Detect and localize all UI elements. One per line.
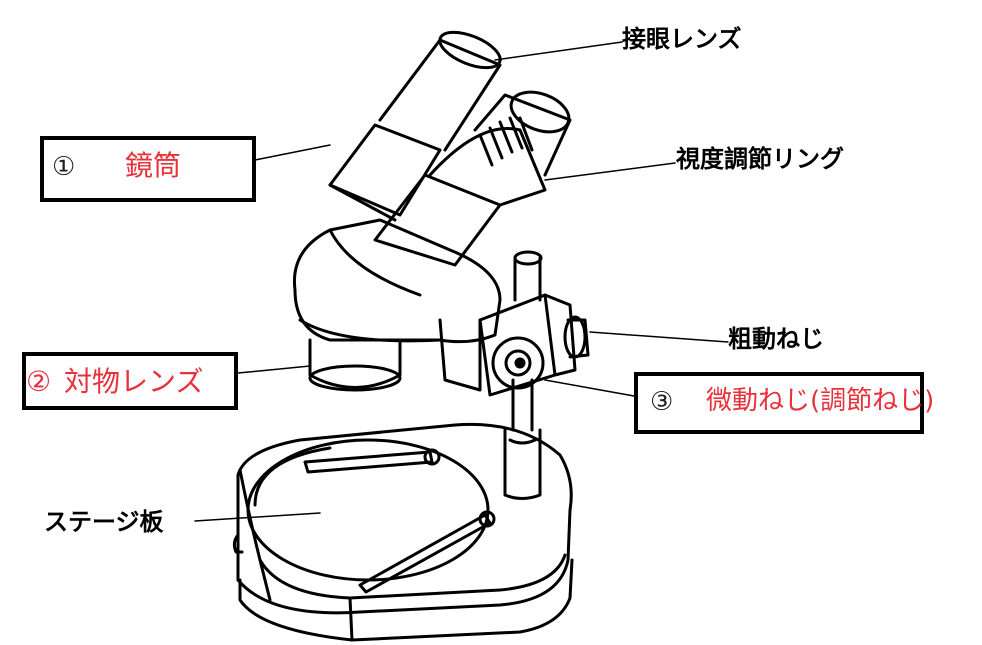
pillar: [503, 378, 542, 500]
leader-lines: [194, 41, 729, 522]
tube-answer-text: 鏡筒: [125, 149, 182, 182]
coarse-focus-label: 粗動ねじ: [728, 325, 824, 353]
fine-focus-answer-text: 微動ねじ(調節ねじ): [706, 386, 935, 416]
objective-answer-text: 対物レンズ: [64, 365, 204, 398]
microscope-base: [232, 422, 574, 642]
tube-answer-number: ①: [52, 152, 76, 182]
objective-lens-shape: [308, 338, 402, 392]
objective-answer-box: [22, 352, 238, 410]
objective-answer-number: ②: [26, 365, 52, 398]
right-tube-shape: [373, 90, 572, 267]
focus-block: [478, 250, 590, 397]
fine-focus-answer-number: ③: [650, 387, 674, 417]
arm: [438, 318, 482, 392]
eyepiece-label: 接眼レンズ: [622, 25, 742, 53]
fine-focus-answer-box: [634, 372, 924, 434]
stage-plate-shape: [246, 438, 490, 582]
stage-clips: [303, 448, 496, 594]
diopter-ring-label: 視度調節リング: [676, 145, 844, 173]
stage-plate-label: ステージ板: [44, 508, 164, 536]
tube-answer-box: [40, 136, 256, 202]
left-tube-shape: [328, 30, 502, 222]
microscope-head: [292, 218, 502, 344]
